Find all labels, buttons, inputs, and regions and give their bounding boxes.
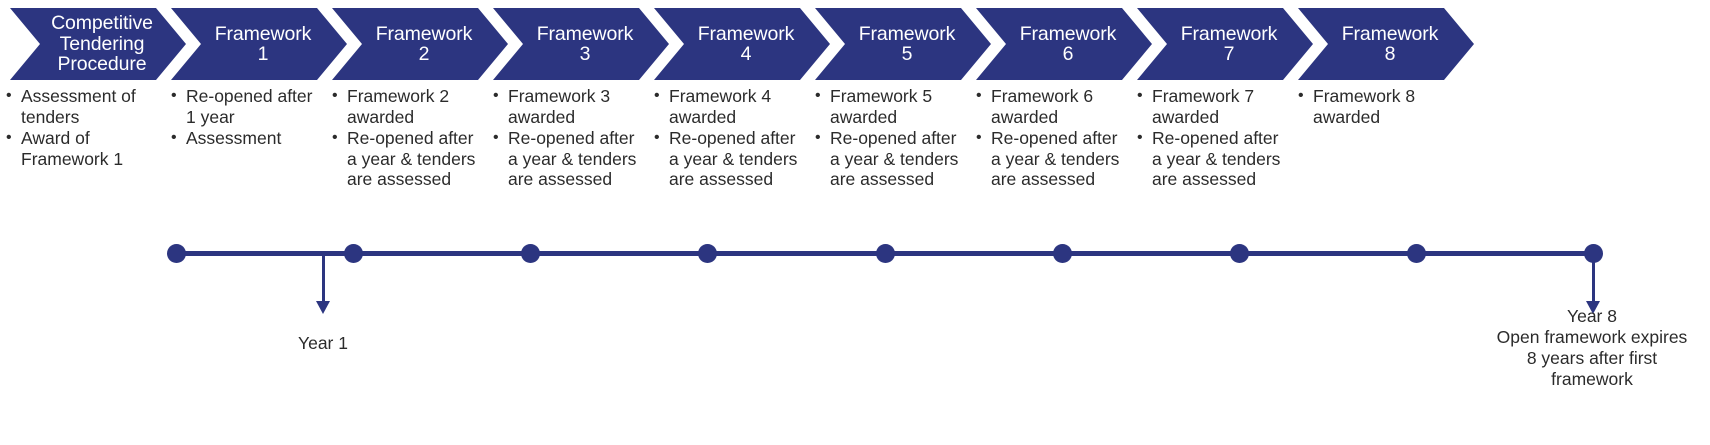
timeline-marker-7[interactable] (1407, 244, 1426, 263)
list-item: Re-opened after 1 year (170, 86, 325, 127)
stage-chevron-competitive-tendering-procedure[interactable]: Competitive Tendering Procedure (10, 8, 186, 80)
list-item: Framework 6 awarded (975, 86, 1130, 127)
bullet-list: Framework 3 awarded Re-opened after a ye… (492, 86, 647, 190)
timeline-callout-label-year-1: Year 1 (298, 333, 348, 353)
list-item: Framework 4 awarded (653, 86, 808, 127)
stage-chevron-label: Framework 4 (697, 22, 795, 65)
bullet-list: Re-opened after 1 year Assessment (170, 86, 325, 149)
timeline-marker-5[interactable] (1053, 244, 1072, 263)
timeline-marker-6[interactable] (1230, 244, 1249, 263)
list-item: Re-opened after a year & tenders are ass… (814, 128, 969, 190)
list-item: Framework 7 awarded (1136, 86, 1291, 127)
stage-chevron-framework-1[interactable]: Framework 1 (171, 8, 347, 80)
bullet-list: Framework 5 awarded Re-opened after a ye… (814, 86, 969, 190)
timeline-marker-2[interactable] (521, 244, 540, 263)
bullet-list: Framework 4 awarded Re-opened after a ye… (653, 86, 808, 190)
stage-bullets-competitive-tendering-procedure: Assessment of tenders Award of Framework… (5, 86, 160, 170)
stage-chevron-label: Framework 8 (1341, 22, 1439, 65)
list-item: Assessment (170, 128, 325, 149)
stage-chevron-label: Framework 1 (214, 22, 312, 65)
stage-chevron-framework-8[interactable]: Framework 8 (1298, 8, 1474, 80)
stage-chevron-framework-7[interactable]: Framework 7 (1137, 8, 1313, 80)
timeline-callout-arrow-year-1 (322, 255, 325, 303)
stage-bullets-framework-7: Framework 7 awarded Re-opened after a ye… (1136, 86, 1291, 191)
list-item: Framework 2 awarded (331, 86, 486, 127)
timeline-marker-0[interactable] (167, 244, 186, 263)
stage-chevron-framework-6[interactable]: Framework 6 (976, 8, 1152, 80)
bullet-list: Framework 6 awarded Re-opened after a ye… (975, 86, 1130, 190)
timeline-callout-label-year-8: Year 8 Open framework expires 8 years af… (1496, 306, 1688, 389)
stage-bullets-framework-3: Framework 3 awarded Re-opened after a ye… (492, 86, 647, 191)
stage-chevron-framework-3[interactable]: Framework 3 (493, 8, 669, 80)
stage-chevron-label: Framework 6 (1019, 22, 1117, 65)
stage-chevron-framework-5[interactable]: Framework 5 (815, 8, 991, 80)
list-item: Re-opened after a year & tenders are ass… (331, 128, 486, 190)
timeline-marker-8[interactable] (1584, 244, 1603, 263)
list-item: Assessment of tenders (5, 86, 160, 127)
bullet-list: Framework 2 awarded Re-opened after a ye… (331, 86, 486, 190)
stage-bullets-framework-8: Framework 8 awarded (1297, 86, 1457, 128)
stage-bullets-framework-2: Framework 2 awarded Re-opened after a ye… (331, 86, 486, 191)
bullet-list: Assessment of tenders Award of Framework… (5, 86, 160, 169)
stage-chevron-label: Framework 5 (858, 22, 956, 65)
list-item: Re-opened after a year & tenders are ass… (1136, 128, 1291, 190)
timeline-callout-arrowhead-year-1 (316, 301, 330, 314)
timeline-marker-3[interactable] (698, 244, 717, 263)
stage-chevron-label: Framework 2 (375, 22, 473, 65)
list-item: Award of Framework 1 (5, 128, 160, 169)
stage-bullets-framework-6: Framework 6 awarded Re-opened after a ye… (975, 86, 1130, 191)
stage-chevron-label: Framework 7 (1180, 22, 1278, 65)
bullet-list: Framework 7 awarded Re-opened after a ye… (1136, 86, 1291, 190)
stage-chevron-label: Framework 3 (536, 22, 634, 65)
stage-bullets-framework-5: Framework 5 awarded Re-opened after a ye… (814, 86, 969, 191)
list-item: Re-opened after a year & tenders are ass… (653, 128, 808, 190)
list-item: Framework 8 awarded (1297, 86, 1457, 127)
list-item: Re-opened after a year & tenders are ass… (975, 128, 1130, 190)
stage-header-band: Competitive Tendering Procedure Framewor… (0, 0, 1710, 86)
list-item: Framework 5 awarded (814, 86, 969, 127)
timeline-marker-1[interactable] (344, 244, 363, 263)
stage-chevron-label: Competitive Tendering Procedure (51, 12, 153, 76)
list-item: Framework 3 awarded (492, 86, 647, 127)
bullet-list: Framework 8 awarded (1297, 86, 1457, 127)
stage-chevron-framework-2[interactable]: Framework 2 (332, 8, 508, 80)
stage-bullets-framework-4: Framework 4 awarded Re-opened after a ye… (653, 86, 808, 191)
stage-bullets-framework-1: Re-opened after 1 year Assessment (170, 86, 325, 150)
timeline-marker-4[interactable] (876, 244, 895, 263)
timeline-callout-arrow-year-8 (1592, 255, 1595, 303)
timeline-callout-arrowhead-year-8 (1586, 301, 1600, 314)
list-item: Re-opened after a year & tenders are ass… (492, 128, 647, 190)
stage-chevron-framework-4[interactable]: Framework 4 (654, 8, 830, 80)
